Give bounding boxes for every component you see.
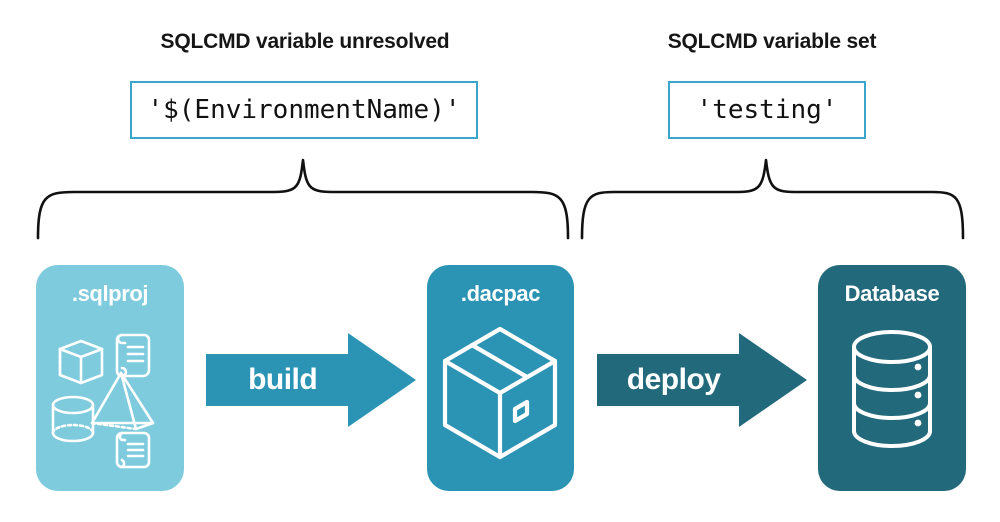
- section-caption-right: SQLCMD variable set: [667, 30, 877, 53]
- code-value-box-unresolved: '$(EnvironmentName)': [130, 81, 478, 139]
- entity-sqlproj: .sqlproj: [36, 265, 184, 491]
- scroll-icon: [115, 333, 151, 378]
- scroll-icon: [115, 431, 151, 469]
- sqlproj-artwork: [51, 333, 155, 469]
- pyramid-icon: [90, 371, 155, 431]
- code-value-box-set: 'testing': [668, 81, 866, 139]
- entity-sqlproj-label: .sqlproj: [71, 281, 149, 306]
- database-artwork: [852, 330, 932, 448]
- cylinder-icon: [51, 395, 95, 443]
- arrow-build-label: build: [248, 363, 318, 396]
- arrow-deploy-shape: [597, 333, 807, 427]
- section-caption-left: SQLCMD variable unresolved: [160, 30, 450, 53]
- curly-brace-left: [36, 158, 570, 240]
- curly-brace-right: [580, 158, 965, 240]
- dacpac-artwork: [442, 326, 558, 460]
- entity-dacpac: .dacpac: [427, 265, 574, 491]
- package-box-icon: [442, 326, 558, 460]
- entity-database: Database: [818, 265, 966, 491]
- database-cylinder-icon: [852, 330, 932, 448]
- arrow-deploy: deploy: [597, 333, 807, 427]
- arrow-build-shape: [206, 333, 416, 427]
- database-status-dots: [914, 363, 922, 427]
- entity-database-label: Database: [844, 281, 940, 306]
- entity-dacpac-label: .dacpac: [460, 281, 541, 306]
- cube-icon: [58, 339, 104, 385]
- arrow-build: build: [206, 333, 416, 427]
- arrow-deploy-label: deploy: [626, 363, 721, 396]
